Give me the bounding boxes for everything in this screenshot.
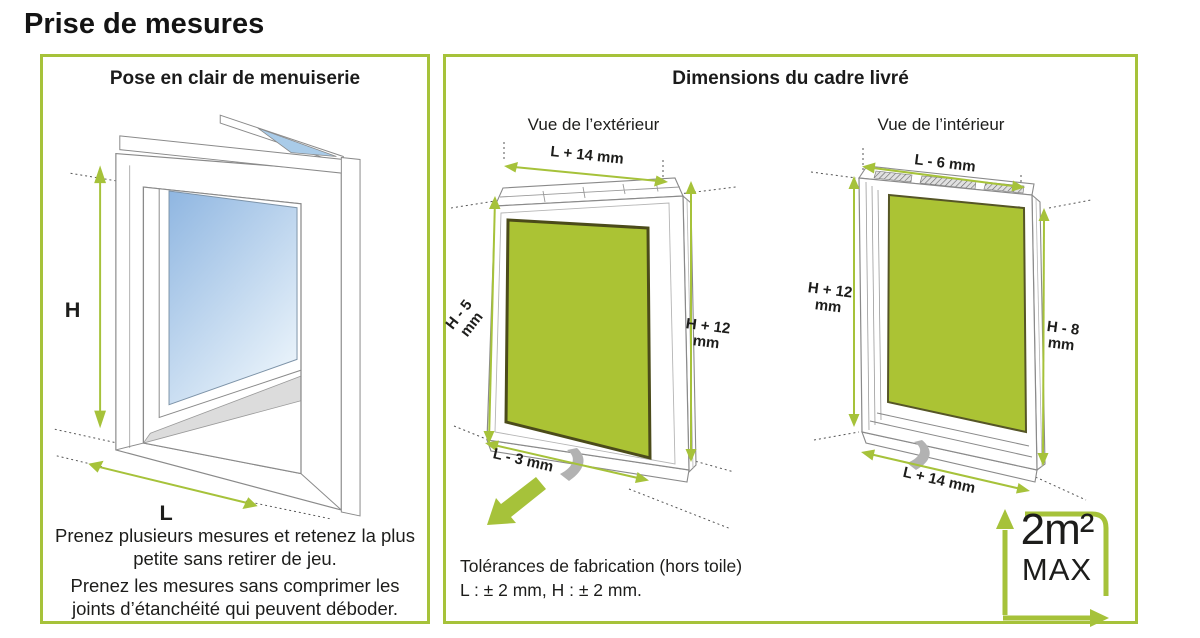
dim-arrow-top xyxy=(862,162,1025,192)
interior-view-title: Vue de l’intérieur xyxy=(877,115,1005,134)
page-title: Prise de mesures xyxy=(24,8,265,40)
dim-arrow-bottom xyxy=(485,440,649,483)
dim-arrow-right xyxy=(1037,208,1050,466)
fabric-tab xyxy=(907,440,930,470)
right-arrow-icon xyxy=(1003,609,1109,627)
max-area-label: MAX xyxy=(1021,551,1093,587)
window-sill xyxy=(143,375,301,444)
frame-exterior xyxy=(486,177,697,483)
width-label: L xyxy=(159,500,172,525)
left-panel-title: Pose en clair de menuiserie xyxy=(109,68,361,89)
interior-view-illustration xyxy=(810,148,1092,501)
toile-exterior xyxy=(504,218,652,460)
max-area-value: 2m² xyxy=(1020,505,1095,554)
tolerances-note: Tolérances de fabrication (hors toile) L… xyxy=(460,555,742,602)
panel-pose-en-clair: Pose en clair de menuiserie xyxy=(40,54,430,624)
dim-arrow-left xyxy=(483,196,501,444)
rounded-corner-line xyxy=(1025,511,1109,596)
toile-interior xyxy=(886,193,1028,434)
width-dimension-arrow xyxy=(88,460,258,510)
up-arrow-icon xyxy=(996,509,1014,615)
open-window-illustration: H L xyxy=(54,114,361,525)
note-line-1: Prenez plusieurs mesures et retenez la p… xyxy=(55,525,415,569)
fabric-tab xyxy=(560,448,584,481)
panel-dimensions-cadre: Dimensions du cadre livré Vue de l’extér… xyxy=(442,54,1138,627)
sash-glass-edge xyxy=(257,127,337,157)
tolerances-line-1: Tolérances de fabrication (hors toile) xyxy=(460,556,743,576)
frame-interior xyxy=(858,165,1046,483)
max-area-arrows xyxy=(996,509,1109,627)
exterior-direction-arrow xyxy=(487,477,546,525)
dim-arrow-right xyxy=(685,181,697,462)
exterior-view-title: Vue de l’extérieur xyxy=(527,115,660,134)
tolerances-line-2: L : ± 2 mm, H : ± 2 mm. xyxy=(460,579,642,600)
dim-arrow-top xyxy=(504,162,668,187)
dim-arrow-bottom xyxy=(861,449,1030,494)
right-panel-title: Dimensions du cadre livré xyxy=(672,68,909,89)
dim-arrow-left xyxy=(848,176,860,427)
height-label: H xyxy=(65,297,81,322)
window-opening xyxy=(143,187,301,474)
dotted-leader-lines xyxy=(451,142,736,530)
window-frame xyxy=(115,114,361,517)
height-dimension-arrow xyxy=(94,165,107,429)
glass-pane xyxy=(168,190,298,406)
exterior-view-illustration xyxy=(451,142,736,530)
max-area-badge: 2m² MAX xyxy=(988,503,1123,629)
max-area-text: 2m² MAX xyxy=(1006,505,1108,587)
frame-right-stile xyxy=(340,156,361,517)
measurement-notes: Prenez plusieurs mesures et retenez la p… xyxy=(43,525,427,625)
note-line-2: Prenez les mesures sans comprimer les jo… xyxy=(70,575,400,619)
